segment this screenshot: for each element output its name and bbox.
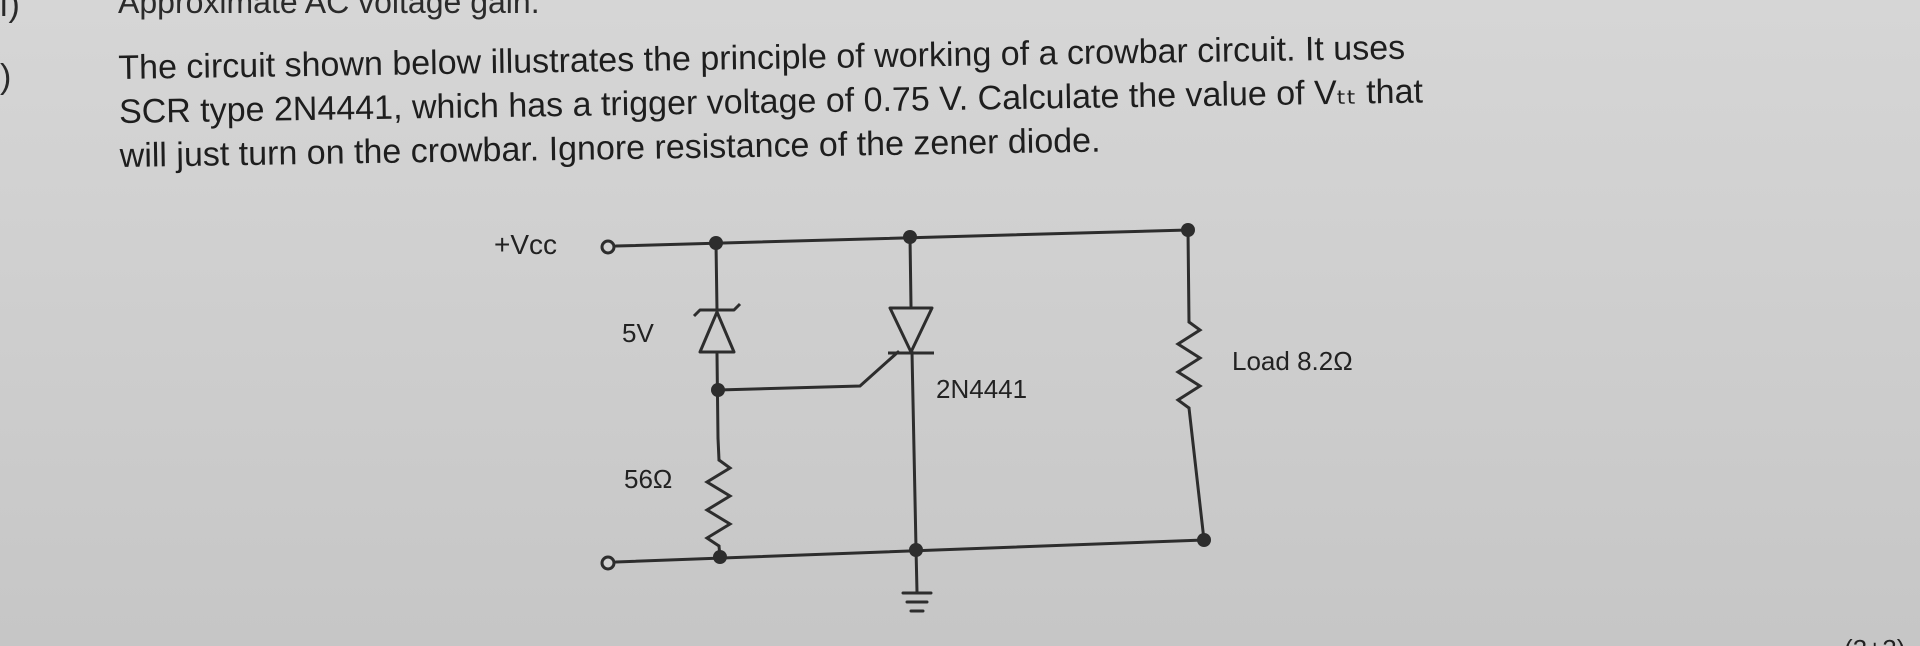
scr-branch-wire (908, 235, 913, 308)
vcc-label: +Vcc (494, 229, 557, 260)
scr-part-label: 2N4441 (936, 374, 1027, 404)
zener-diode-cathode-bar (692, 302, 742, 318)
junction-dot (909, 543, 923, 557)
junction-dot (713, 550, 727, 564)
margin-part-mark: ) (0, 58, 13, 96)
resistor-56-ohm (704, 458, 733, 548)
marks-fragment: (2+2) (1844, 634, 1905, 646)
junction-dot (709, 236, 723, 250)
ground-terminal (600, 555, 616, 571)
scr-2n4441 (888, 306, 934, 354)
previous-question-fragment: Approximate AC voltage gain. (118, 0, 540, 20)
resistor-value-label: 56Ω (624, 464, 672, 494)
scr-gate-wire (716, 350, 900, 392)
top-rail-wire (614, 228, 1190, 248)
scr-branch-wire (910, 350, 918, 550)
zener-branch-wire (714, 241, 719, 312)
junction-dot (903, 230, 917, 244)
load-branch-wire (1186, 228, 1191, 324)
margin-part-mark: i) (0, 0, 21, 24)
zener-voltage-label: 5V (622, 318, 654, 348)
junction-dot (711, 383, 725, 397)
load-resistor (1175, 320, 1203, 410)
load-branch-wire (1187, 406, 1206, 542)
zener-diode (698, 310, 736, 354)
vcc-terminal (600, 239, 616, 255)
junction-dot (1197, 533, 1211, 547)
resistor-lead-wire (716, 436, 721, 462)
junction-dot (1181, 223, 1195, 237)
load-label: Load 8.2Ω (1232, 346, 1353, 376)
